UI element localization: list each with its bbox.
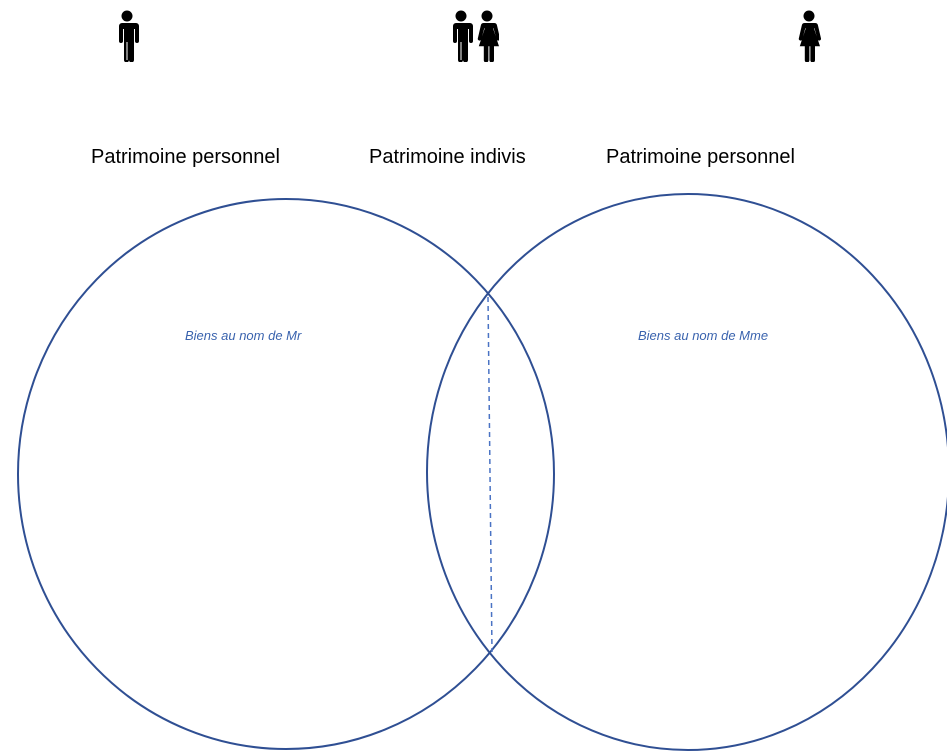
circle-left <box>17 198 555 750</box>
note-mme-assets: Biens au nom de Mme <box>638 328 769 343</box>
label-joint: Patrimoine indivis <box>369 146 526 168</box>
man-icon <box>113 10 141 62</box>
label-personal-left: Patrimoine personnel <box>91 146 280 168</box>
couple-icon <box>449 10 499 62</box>
note-mr-assets: Biens au nom de Mr <box>185 328 302 343</box>
intersection-divider <box>487 296 493 653</box>
circle-right <box>426 193 947 751</box>
label-personal-right: Patrimoine personnel <box>606 146 795 168</box>
woman-icon <box>797 10 821 62</box>
